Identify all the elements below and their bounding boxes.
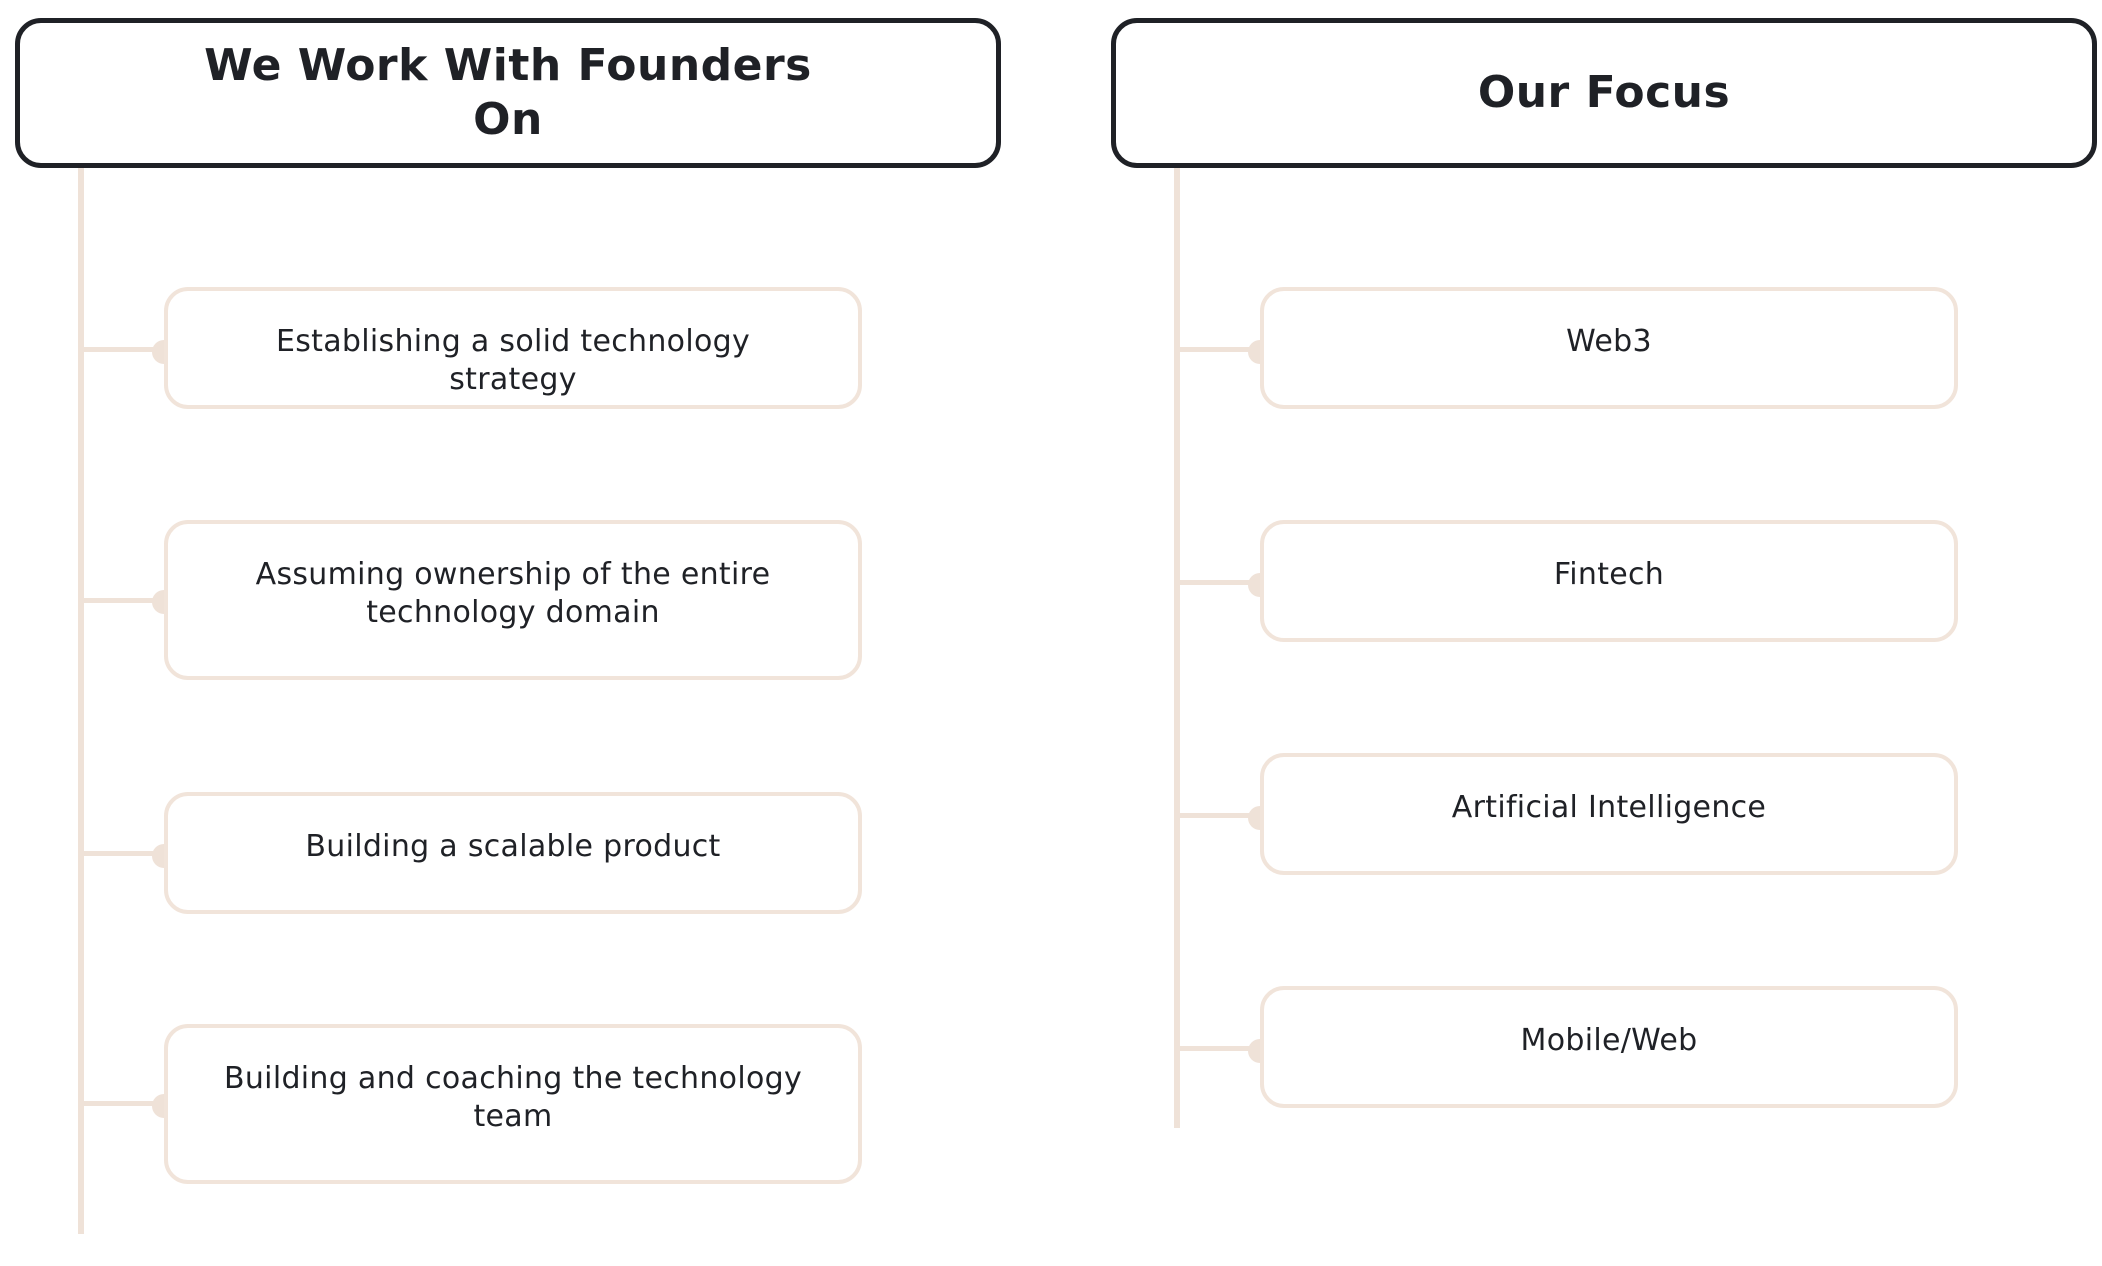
focus-vertical-line xyxy=(1174,168,1180,1128)
founders-item-label: Establishing a solid technology strategy xyxy=(275,324,751,397)
connector-line xyxy=(84,347,164,352)
connector-line xyxy=(1180,580,1260,585)
founders-vertical-line xyxy=(78,168,84,1234)
focus-item-label: Artificial Intelligence xyxy=(1451,790,1767,825)
connector-line xyxy=(1180,813,1260,818)
connector-line xyxy=(84,1101,164,1106)
focus-header-title: Our Focus xyxy=(1477,67,1731,118)
founders-item-label: Assuming ownership of the entire technol… xyxy=(255,557,771,630)
founders-item-scalable-product: Building a scalable product xyxy=(164,792,862,914)
focus-item-label: Fintech xyxy=(1553,557,1665,592)
focus-item-label: Web3 xyxy=(1566,324,1652,359)
focus-item-fintech: Fintech xyxy=(1260,520,1958,642)
founders-header-box: We Work With Founders On xyxy=(15,18,1001,168)
founders-header-title: We Work With Founders On xyxy=(204,40,812,145)
focus-item-mobile-web: Mobile/Web xyxy=(1260,986,1958,1108)
founders-item-label: Building a scalable product xyxy=(305,829,721,864)
focus-column: Our Focus Web3 Fintech Artificial Intell… xyxy=(1096,0,2102,1266)
founders-item-label: Building and coaching the technology tea… xyxy=(223,1061,803,1134)
founders-item-team-coaching: Building and coaching the technology tea… xyxy=(164,1024,862,1184)
connector-line xyxy=(84,598,164,603)
founders-work-column: We Work With Founders On Establishing a … xyxy=(0,0,1020,1266)
connector-line xyxy=(84,851,164,856)
focus-item-web3: Web3 xyxy=(1260,287,1958,409)
connector-line xyxy=(1180,1046,1260,1051)
focus-header-box: Our Focus xyxy=(1111,18,2097,168)
focus-item-ai: Artificial Intelligence xyxy=(1260,753,1958,875)
connector-line xyxy=(1180,347,1260,352)
founders-item-strategy: Establishing a solid technology strategy xyxy=(164,287,862,409)
founders-item-ownership: Assuming ownership of the entire technol… xyxy=(164,520,862,680)
focus-item-label: Mobile/Web xyxy=(1520,1023,1698,1058)
